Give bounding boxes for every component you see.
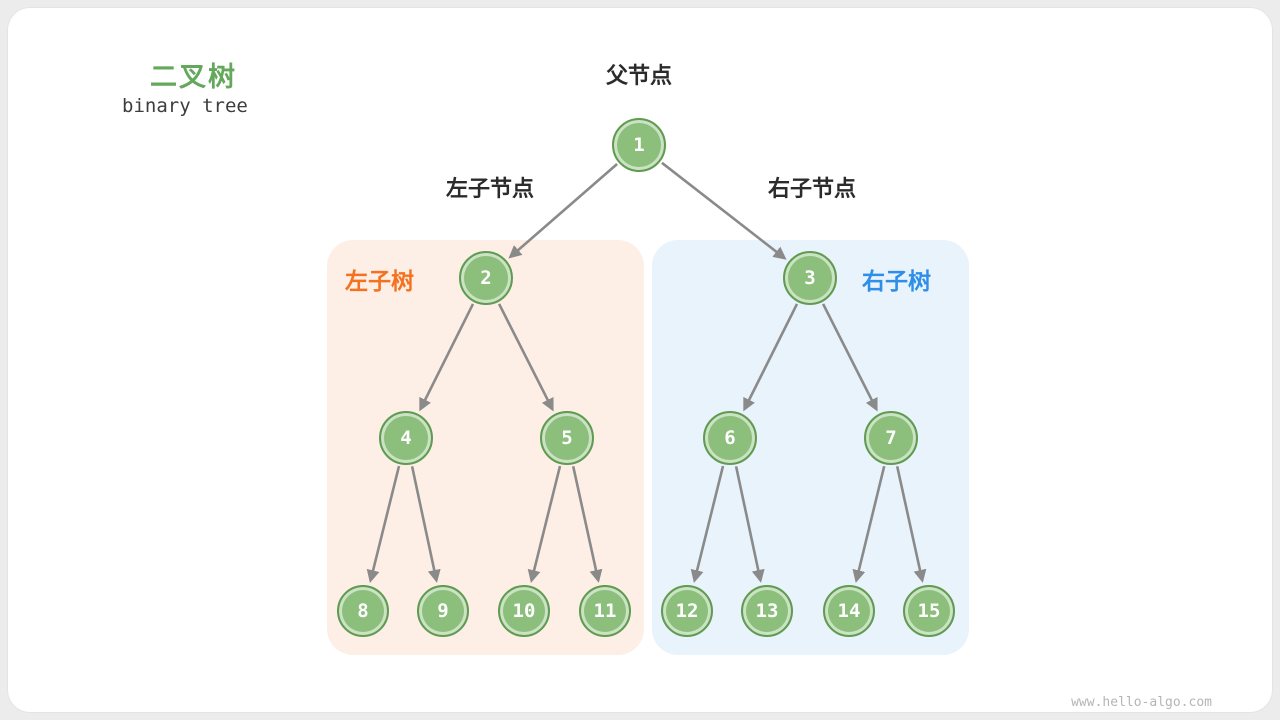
right-child-node-label: 右子节点 (767, 177, 856, 202)
figure-title-zh: 二叉树 (150, 62, 237, 93)
left-child-node-label: 左子节点 (445, 177, 534, 202)
left-subtree-label: 左子树 (345, 269, 414, 295)
left-subtree-panel (327, 240, 644, 655)
watermark: www.hello-algo.com (1071, 695, 1212, 710)
parent-node-label: 父节点 (605, 64, 672, 89)
figure-title-en: binary tree (122, 95, 248, 117)
right-subtree-panel (652, 240, 969, 655)
right-subtree-label: 右子树 (862, 269, 931, 295)
